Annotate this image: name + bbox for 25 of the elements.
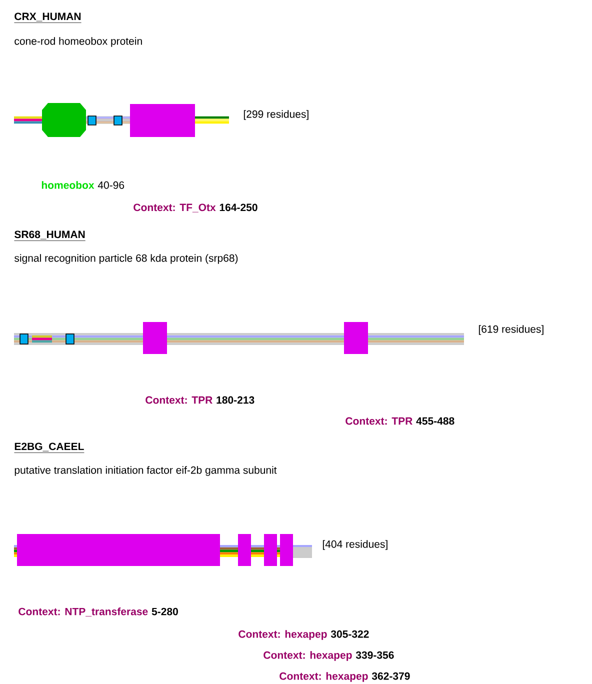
protein-id: SR68_HUMAN [14, 230, 86, 241]
domain-name: Context: TPR [346, 417, 412, 425]
domain-name: Context: hexapep [264, 651, 352, 661]
residue-range: 362-379 [372, 672, 410, 680]
domain-name: Context: hexapep [238, 630, 327, 640]
residue-range: 339-356 [356, 651, 394, 659]
domain-name: Context: TF_Otx [134, 204, 216, 212]
residue-range: 5-280 [152, 608, 178, 616]
residue-range: 180-213 [216, 396, 254, 404]
protein-description: cone-rod homeobox protein [14, 37, 142, 47]
residue-range: 305-322 [330, 630, 369, 638]
residue-range: 164-250 [220, 204, 258, 212]
domain-name: homeobox [42, 181, 94, 189]
protein-description: putative translation initiation factor eif-2b gamma subunit [14, 466, 277, 476]
protein-description: [299 residues] [244, 110, 308, 120]
residue-range: 455-488 [416, 417, 454, 425]
protein-description: [619 residues] [478, 325, 544, 335]
domain-name: Context: TPR [146, 396, 212, 404]
protein-description: [404 residues] [322, 540, 388, 550]
domain-name: Context: hexapep [280, 672, 368, 682]
protein-id: E2BG_CAEEL [14, 442, 84, 453]
residue-range: 40-96 [98, 181, 124, 189]
protein-description: signal recognition particle 68 kda protein (srp68) [14, 254, 238, 264]
protein-id: CRX_HUMAN [14, 12, 82, 23]
domain-name: Context: NTP_transferase [18, 608, 148, 616]
